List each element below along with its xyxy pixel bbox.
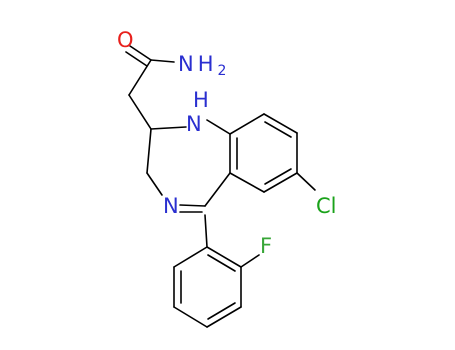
bond-c2-ch2 — [128, 94, 152, 130]
amide-h-symbol: H — [198, 52, 214, 76]
bond-n4-c5 — [179, 204, 206, 207]
bond-c1p-c2p — [206, 246, 242, 268]
bond-c1p-c2p-inner — [207, 254, 236, 272]
imine-n-label: N — [163, 194, 179, 218]
bond-c7-c6 — [263, 172, 298, 193]
bond-c6p-c1p — [173, 246, 208, 268]
bond-c3p-c4p — [206, 306, 242, 328]
bond-c3p-c4p-inner — [207, 302, 236, 320]
bond-ch2-carbonyl — [128, 59, 152, 96]
bond-c9a-c9 — [229, 113, 265, 135]
bond-n1-c9a — [206, 119, 231, 135]
bond-carbonyl-o-double — [125, 51, 148, 67]
bond-c5-c1p — [204, 214, 208, 248]
bond-carbonyl-o — [129, 45, 152, 61]
bond-c4p-c5p — [173, 306, 208, 328]
amide-n-symbol: N — [178, 52, 194, 76]
bond-c2-c3 — [146, 128, 152, 174]
bond-c6-c5a — [229, 172, 265, 193]
bond-c2p-f — [240, 254, 260, 268]
oxygen-label: O — [117, 28, 134, 52]
bond-c9-c8-inner — [264, 121, 292, 138]
ring-n1-label: N — [186, 112, 202, 136]
amide-h-subscript: 2 — [218, 63, 227, 79]
bond-c7-cl — [296, 172, 316, 191]
bond-c7-c6-inner — [264, 168, 292, 185]
fluorine-label: F — [260, 234, 272, 258]
chlorine-label: Cl — [316, 194, 337, 218]
ring-h-label: H — [193, 88, 209, 112]
bond-c9-c8 — [263, 113, 298, 134]
bond-c2-n1 — [150, 126, 187, 130]
bond-carbonyl-n — [150, 59, 175, 63]
amide-nh2-label: N H 2 — [178, 51, 226, 79]
bond-c3-n4 — [146, 172, 163, 196]
bond-c5-c5a — [204, 172, 231, 207]
